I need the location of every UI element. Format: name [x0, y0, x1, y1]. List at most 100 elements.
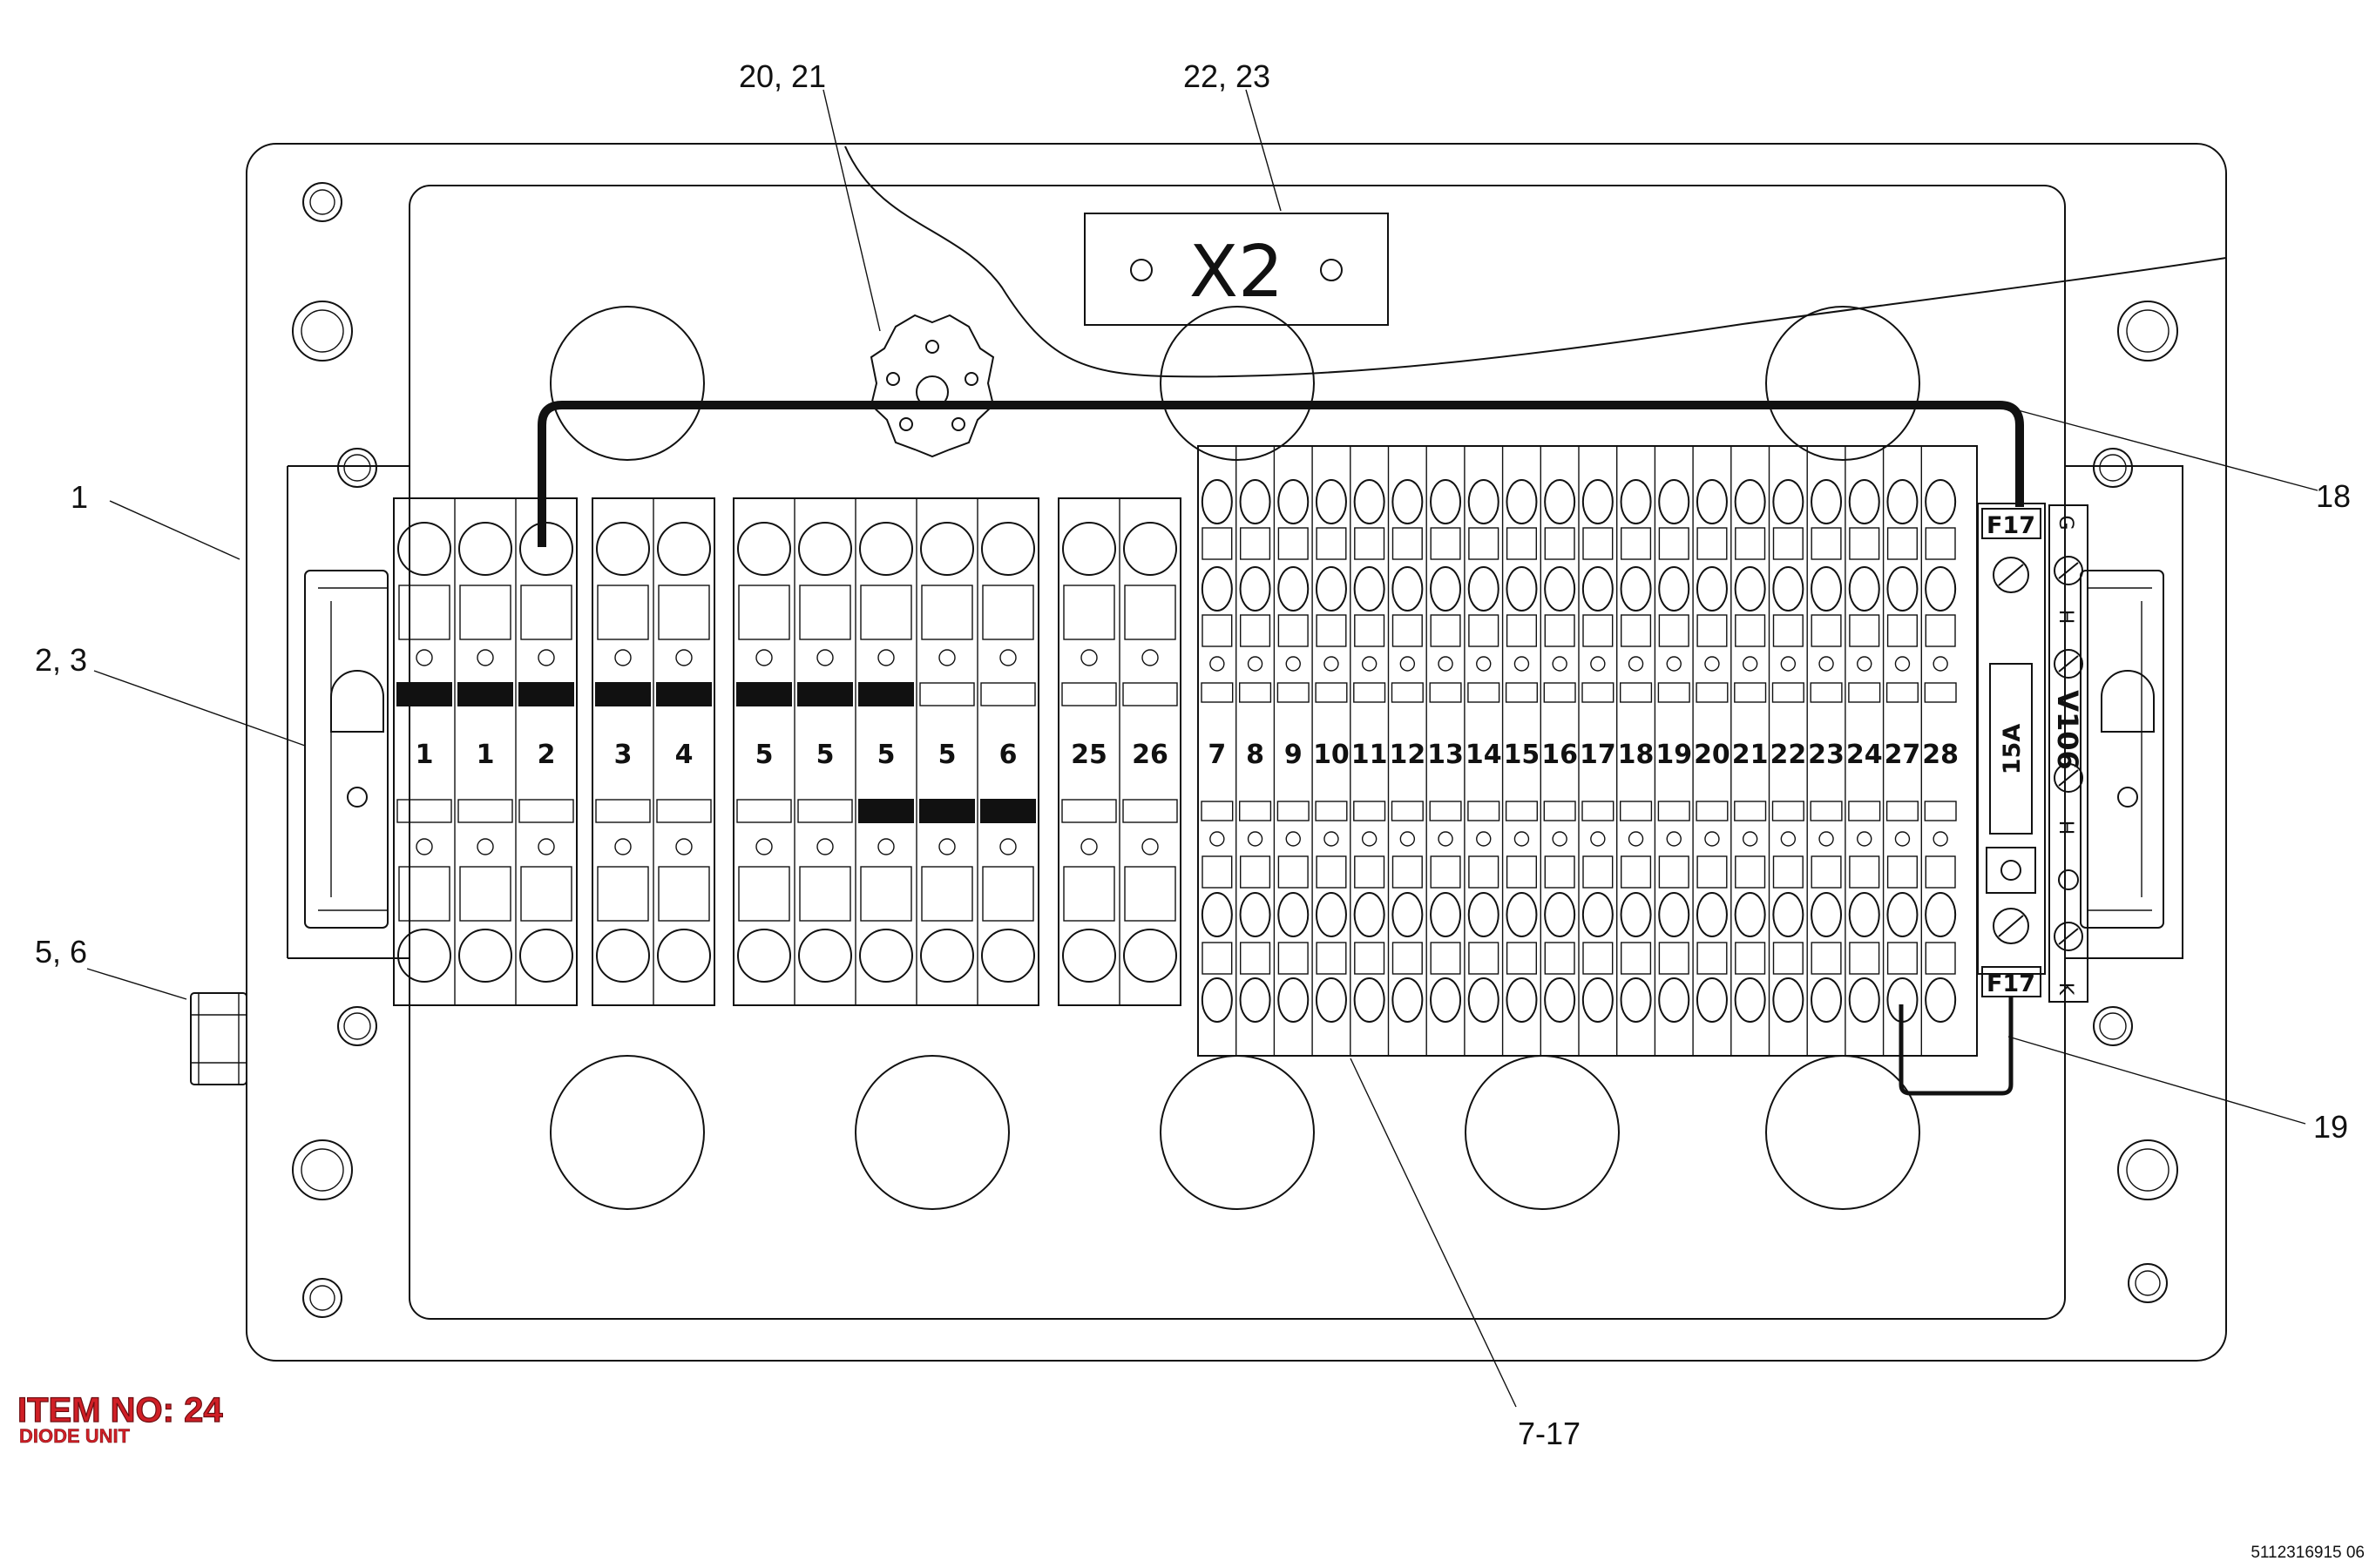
diode-letter: G — [2054, 515, 2076, 530]
label-plate-screw-right — [1320, 259, 1343, 281]
left-clamp-screw — [347, 787, 368, 808]
terminal-screw-top — [397, 522, 451, 576]
terminal-number: 9 — [1284, 740, 1303, 770]
mounting-hole-inner — [301, 1148, 344, 1192]
terminal-bridge-bottom — [1581, 801, 1614, 821]
terminal-screw-top — [1353, 479, 1385, 524]
terminal-slot-top-2 — [1696, 614, 1728, 647]
label-plate — [1084, 213, 1389, 326]
terminal-test-point-top — [1080, 649, 1098, 666]
terminal-test-point-top — [938, 649, 956, 666]
terminal-screw-bottom — [1506, 892, 1538, 937]
terminal-screw-bottom — [1696, 892, 1728, 937]
washer-hole — [951, 417, 965, 431]
gland-nut-detail — [191, 993, 247, 1085]
washer-hole — [925, 340, 939, 354]
label-plate-text: X2 — [1189, 231, 1283, 314]
terminal-slot-bottom-2 — [1849, 942, 1880, 975]
mounting-hole-inner — [2135, 1270, 2161, 1296]
terminal-test-point-bottom — [1742, 831, 1758, 847]
terminal-bridge-bottom — [1657, 801, 1690, 821]
left-bracket-detail — [318, 587, 388, 911]
terminal-screw-bottom — [1467, 892, 1499, 937]
mounting-hole-inner — [2126, 309, 2170, 353]
terminal-test-point-top — [1704, 656, 1720, 672]
terminal-test-point-bottom — [1933, 831, 1948, 847]
terminal-test-point-bottom — [416, 838, 433, 855]
terminal-test-point-bottom — [816, 838, 834, 855]
terminal-slot-top-2 — [1849, 614, 1880, 647]
enclosure-inner-panel — [409, 185, 2066, 1320]
terminal-slot-bottom-2 — [1772, 942, 1804, 975]
terminal-bridge-bottom — [518, 799, 574, 823]
terminal-bridge-top — [1201, 682, 1234, 703]
item-number: ITEM NO: 24 — [17, 1391, 223, 1429]
terminal-screw-top — [1391, 479, 1424, 524]
terminal-slot-top — [738, 585, 790, 640]
terminal-test-point-bottom — [614, 838, 632, 855]
washer-hole — [899, 417, 913, 431]
terminal-test-point-bottom — [1285, 831, 1301, 847]
mounting-hole-outer — [292, 1139, 353, 1200]
diode-screw — [2058, 869, 2079, 890]
terminal-test-point-top — [1285, 656, 1301, 672]
terminal-number: 23 — [1808, 740, 1845, 770]
terminal-bridge-top — [1543, 682, 1576, 703]
terminal-slot-top-2 — [1658, 614, 1689, 647]
terminal-number: 12 — [1389, 740, 1425, 770]
terminal-screw-top — [1123, 522, 1177, 576]
terminal-slot-top — [1506, 527, 1537, 560]
terminal-number: 5 — [755, 740, 774, 770]
terminal-screw-top-2 — [1886, 566, 1919, 612]
terminal-screw-bottom — [1772, 892, 1804, 937]
jumper-wire-19 — [1899, 997, 2014, 1096]
diode-letter: H — [2054, 610, 2076, 625]
cable-gland-bottom — [1465, 1055, 1620, 1210]
terminal-number: 14 — [1466, 740, 1502, 770]
terminal-test-point-bottom — [938, 838, 956, 855]
terminal-slot-bottom — [1544, 855, 1575, 889]
terminal-test-point-bottom — [1209, 831, 1225, 847]
terminal-slot-top — [398, 585, 450, 640]
terminal-bridge-top — [1505, 682, 1538, 703]
terminal-test-point-bottom — [1141, 838, 1159, 855]
terminal-slot-bottom — [520, 866, 572, 922]
terminal-screw-top — [1811, 479, 1843, 524]
terminal-slot-bottom — [1063, 866, 1115, 922]
terminal-slot-bottom — [1239, 855, 1271, 889]
terminal-screw-bottom-2 — [1239, 977, 1271, 1023]
left-clamp-arc — [330, 670, 384, 733]
terminal-screw-bottom — [1811, 892, 1843, 937]
terminal-slot-top-2 — [1811, 614, 1842, 647]
mounting-hole-inner — [309, 189, 335, 215]
terminal-test-point-top — [1666, 656, 1682, 672]
terminal-bridge-top — [858, 682, 914, 706]
terminal-screw-top — [920, 522, 974, 576]
terminal-bridge-top — [595, 682, 651, 706]
terminal-screw-bottom-2 — [1581, 977, 1614, 1023]
terminal-screw-bottom-2 — [1772, 977, 1804, 1023]
terminal-number: 1 — [477, 740, 495, 770]
cable-gland-bottom — [1160, 1055, 1315, 1210]
terminal-test-point-bottom — [1704, 831, 1720, 847]
terminal-bridge-top — [1657, 682, 1690, 703]
terminal-bridge-bottom — [1505, 801, 1538, 821]
terminal-bridge-bottom — [457, 799, 513, 823]
diode-label: V106 — [2051, 690, 2084, 770]
terminal-bridge-bottom — [396, 799, 452, 823]
terminal-number: 8 — [1246, 740, 1264, 770]
earth-star-washer — [870, 314, 995, 458]
terminal-screw-top — [1062, 522, 1116, 576]
mounting-hole-inner — [343, 1012, 371, 1040]
terminal-slot-bottom-2 — [1277, 942, 1309, 975]
terminal-screw-top-2 — [1277, 566, 1310, 612]
terminal-bridge-top — [1429, 682, 1462, 703]
terminal-test-point-bottom — [999, 838, 1017, 855]
terminal-screw-bottom-2 — [1696, 977, 1728, 1023]
terminal-slot-bottom — [982, 866, 1034, 922]
terminal-screw-top — [1544, 479, 1576, 524]
terminal-bridge-top — [1771, 682, 1804, 703]
terminal-test-point-top — [1742, 656, 1758, 672]
fuse-label-top-box — [1981, 508, 2041, 539]
terminal-screw-top — [1581, 479, 1614, 524]
